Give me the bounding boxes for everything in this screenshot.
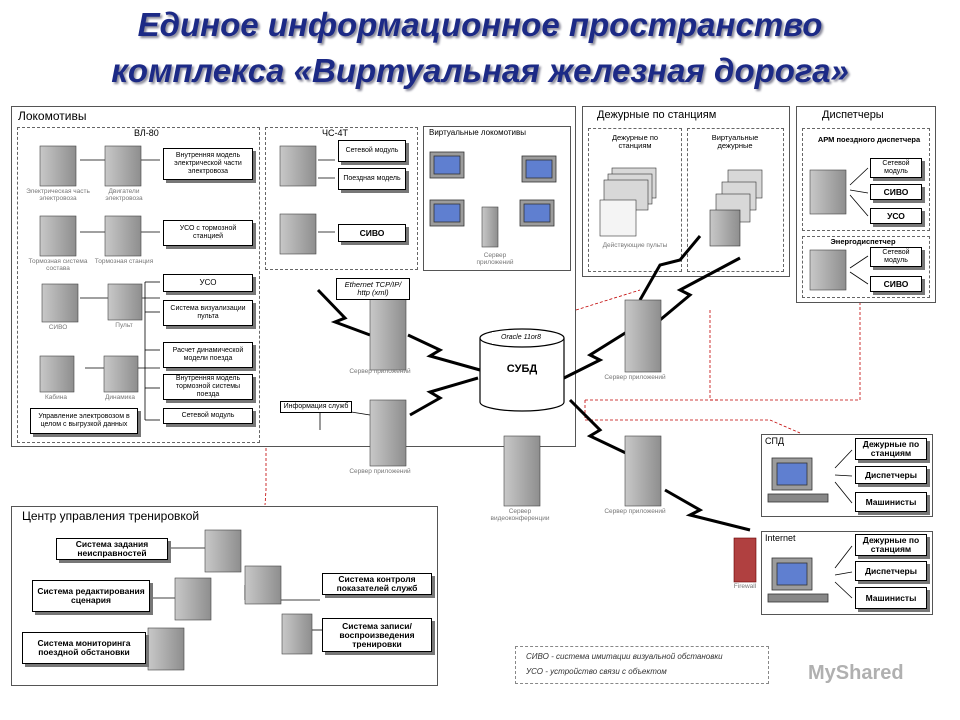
legend-panel [515, 646, 769, 684]
watermark: MyShared [808, 662, 904, 684]
training-system: Система редактирования сценария [32, 580, 150, 612]
training-system: Система записи/ воспроизведения трениров… [322, 618, 432, 652]
app-server-label: Сервер приложений [349, 368, 411, 375]
module-box: УСО с тормозной станцией [163, 220, 253, 246]
duty-col2-panel [687, 128, 784, 272]
internet-title: Internet [765, 533, 796, 543]
ethernet-label: Ethernet TCP/IP/ http (xml) [336, 278, 410, 300]
dbms-label: СУБД [492, 362, 552, 376]
app-server-label: Сервер приложений [604, 508, 666, 515]
firewall-icon [733, 537, 757, 583]
spd-item: Диспетчеры [855, 466, 927, 484]
server-label: Динамика [105, 394, 135, 401]
legend-uso: УСО - устройство связи с объектом [526, 667, 667, 676]
module-box: УСО [163, 274, 253, 292]
internet-item: Дежурные по станциям [855, 534, 927, 556]
duty-col1-panel [588, 128, 682, 272]
duty-title: Дежурные по станциям [597, 109, 717, 121]
module-box: Система визуализации пульта [163, 300, 253, 326]
duty-col1-label: Дежурные по станциям [595, 131, 675, 153]
training-system: Система контроля показателей служб [322, 573, 432, 595]
dispatchers-title: Диспетчеры [822, 109, 884, 121]
duty-col2-label: Виртуальные дежурные [695, 131, 775, 153]
chs4t-module: СИВО [338, 224, 406, 242]
vl80-panel [17, 127, 260, 443]
app-server-label: Сервер приложений [604, 374, 666, 381]
training-title: Центр управления тренировкой [22, 509, 200, 523]
internet-item: Машинисты [855, 587, 927, 609]
energy-module: СИВО [870, 276, 922, 292]
virtual-locomotives-title: Виртуальные локомотивы [429, 128, 527, 137]
module-box: Расчет динамической модели поезда [163, 342, 253, 368]
arm-module: СИВО [870, 184, 922, 200]
server-label: СИВО [48, 324, 68, 331]
vl80-title: ВЛ-80 [134, 128, 159, 138]
spd-item: Машинисты [855, 492, 927, 512]
internet-item: Диспетчеры [855, 561, 927, 581]
arm-label: АРМ поездного диспетчера [815, 131, 923, 149]
server-label: Тормозная станция [94, 258, 154, 265]
chs4t-panel [265, 127, 418, 270]
service-info-box: Информация служб [280, 401, 352, 413]
chs4t-module: Поездная модель [338, 168, 406, 190]
server-label: Пульт [115, 322, 133, 329]
server-label: Кабина [45, 394, 67, 401]
training-system: Система задания неисправностей [56, 538, 168, 560]
energy-panel [802, 236, 930, 298]
energy-module: Сетевой модуль [870, 247, 922, 267]
module-box: Внутренняя модель электрической части эл… [163, 148, 253, 180]
chs4t-module: Сетевой модуль [338, 140, 406, 162]
page-title-line2: комплекса «Виртуальная железная дорога» [111, 52, 849, 89]
legend-sivo: СИВО - система имитации визуальной обста… [526, 652, 723, 661]
arm-module: УСО [870, 208, 922, 224]
page-title-line1: Единое информационное пространство [137, 6, 823, 43]
module-box: Управление электровозом в целом с выгруз… [30, 408, 138, 434]
chs4t-title: ЧС-4Т [322, 128, 348, 138]
server-label: Тормозная система состава [28, 258, 88, 272]
video-server-label: Сервер видеоконференции [490, 508, 550, 522]
locomotives-title: Локомотивы [18, 109, 87, 123]
energy-label: Энергодиспетчер [818, 237, 908, 247]
remotes-label: Действующие пульты [602, 242, 668, 249]
arm-module: Сетевой модуль [870, 158, 922, 178]
oracle-label: Oracle 11or8 [492, 332, 550, 344]
virtual-server-label: Сервер приложений [476, 252, 514, 266]
training-system: Система мониторинга поездной обстановки [22, 632, 146, 664]
arm-panel [802, 128, 930, 231]
app-server-label: Сервер приложений [349, 468, 411, 475]
server-label: Электрическая часть электровоза [26, 188, 90, 202]
module-box: Сетевой модуль [163, 408, 253, 424]
spd-title: СПД [765, 436, 785, 446]
module-box: Внутренняя модель тормозной системы поез… [163, 374, 253, 400]
firewall-label: Firewall [733, 583, 757, 590]
server-label: Двигатели электровоза [105, 188, 143, 202]
spd-item: Дежурные по станциям [855, 438, 927, 460]
